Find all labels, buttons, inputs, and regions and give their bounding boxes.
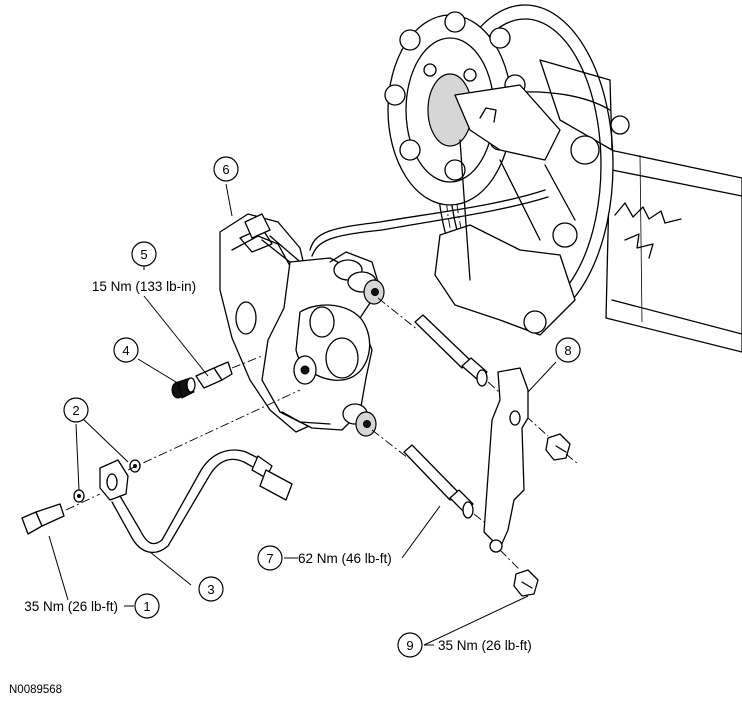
leader-lines: [48, 183, 557, 646]
callout-number: 5: [140, 247, 147, 262]
callout-number: 9: [406, 638, 413, 653]
caliper-guide-pin-upper: [377, 297, 549, 437]
brake-hose: [99, 389, 301, 554]
bleeder-screw: [195, 355, 263, 389]
callout-number: 8: [564, 343, 571, 358]
figure-reference-id: N0089568: [9, 684, 62, 696]
callout-7: 7: [257, 545, 283, 571]
torque-spec-1: 35 Nm (26 lb-ft): [24, 599, 118, 614]
callout-number: 4: [122, 343, 129, 358]
sealing-washer-inner: [129, 459, 141, 473]
callout-4: 4: [113, 337, 139, 363]
callout-5: 5: [131, 241, 157, 267]
callout-2: 2: [63, 397, 89, 423]
brake-hose-bracket: [483, 367, 529, 553]
torque-spec-5: 15 Nm (133 lb-in): [92, 279, 196, 294]
bleeder-cap: [171, 377, 196, 399]
callout-3: 3: [198, 576, 224, 602]
callout-number: 7: [266, 551, 273, 566]
bracket-nut-upper: [545, 433, 579, 465]
callout-1: 1: [134, 593, 160, 619]
caliper-body: [261, 251, 385, 437]
callout-number: 6: [222, 162, 229, 177]
callout-number: 1: [143, 599, 150, 614]
callout-number: 2: [72, 403, 79, 418]
bracket-nut-lower: [499, 549, 539, 597]
torque-spec-9: 35 Nm (26 lb-ft): [438, 638, 532, 653]
banjo-bolt: [21, 493, 101, 535]
torque-spec-7: 62 Nm (46 lb-ft): [298, 551, 392, 566]
callout-6: 6: [213, 156, 239, 182]
caliper-guide-pin-lower: [371, 429, 495, 531]
hub-rotor-assembly: [384, 4, 742, 353]
callout-number: 3: [207, 582, 214, 597]
callout-8: 8: [555, 337, 581, 363]
sealing-washer-outer: [73, 489, 85, 503]
callout-9: 9: [397, 632, 423, 658]
